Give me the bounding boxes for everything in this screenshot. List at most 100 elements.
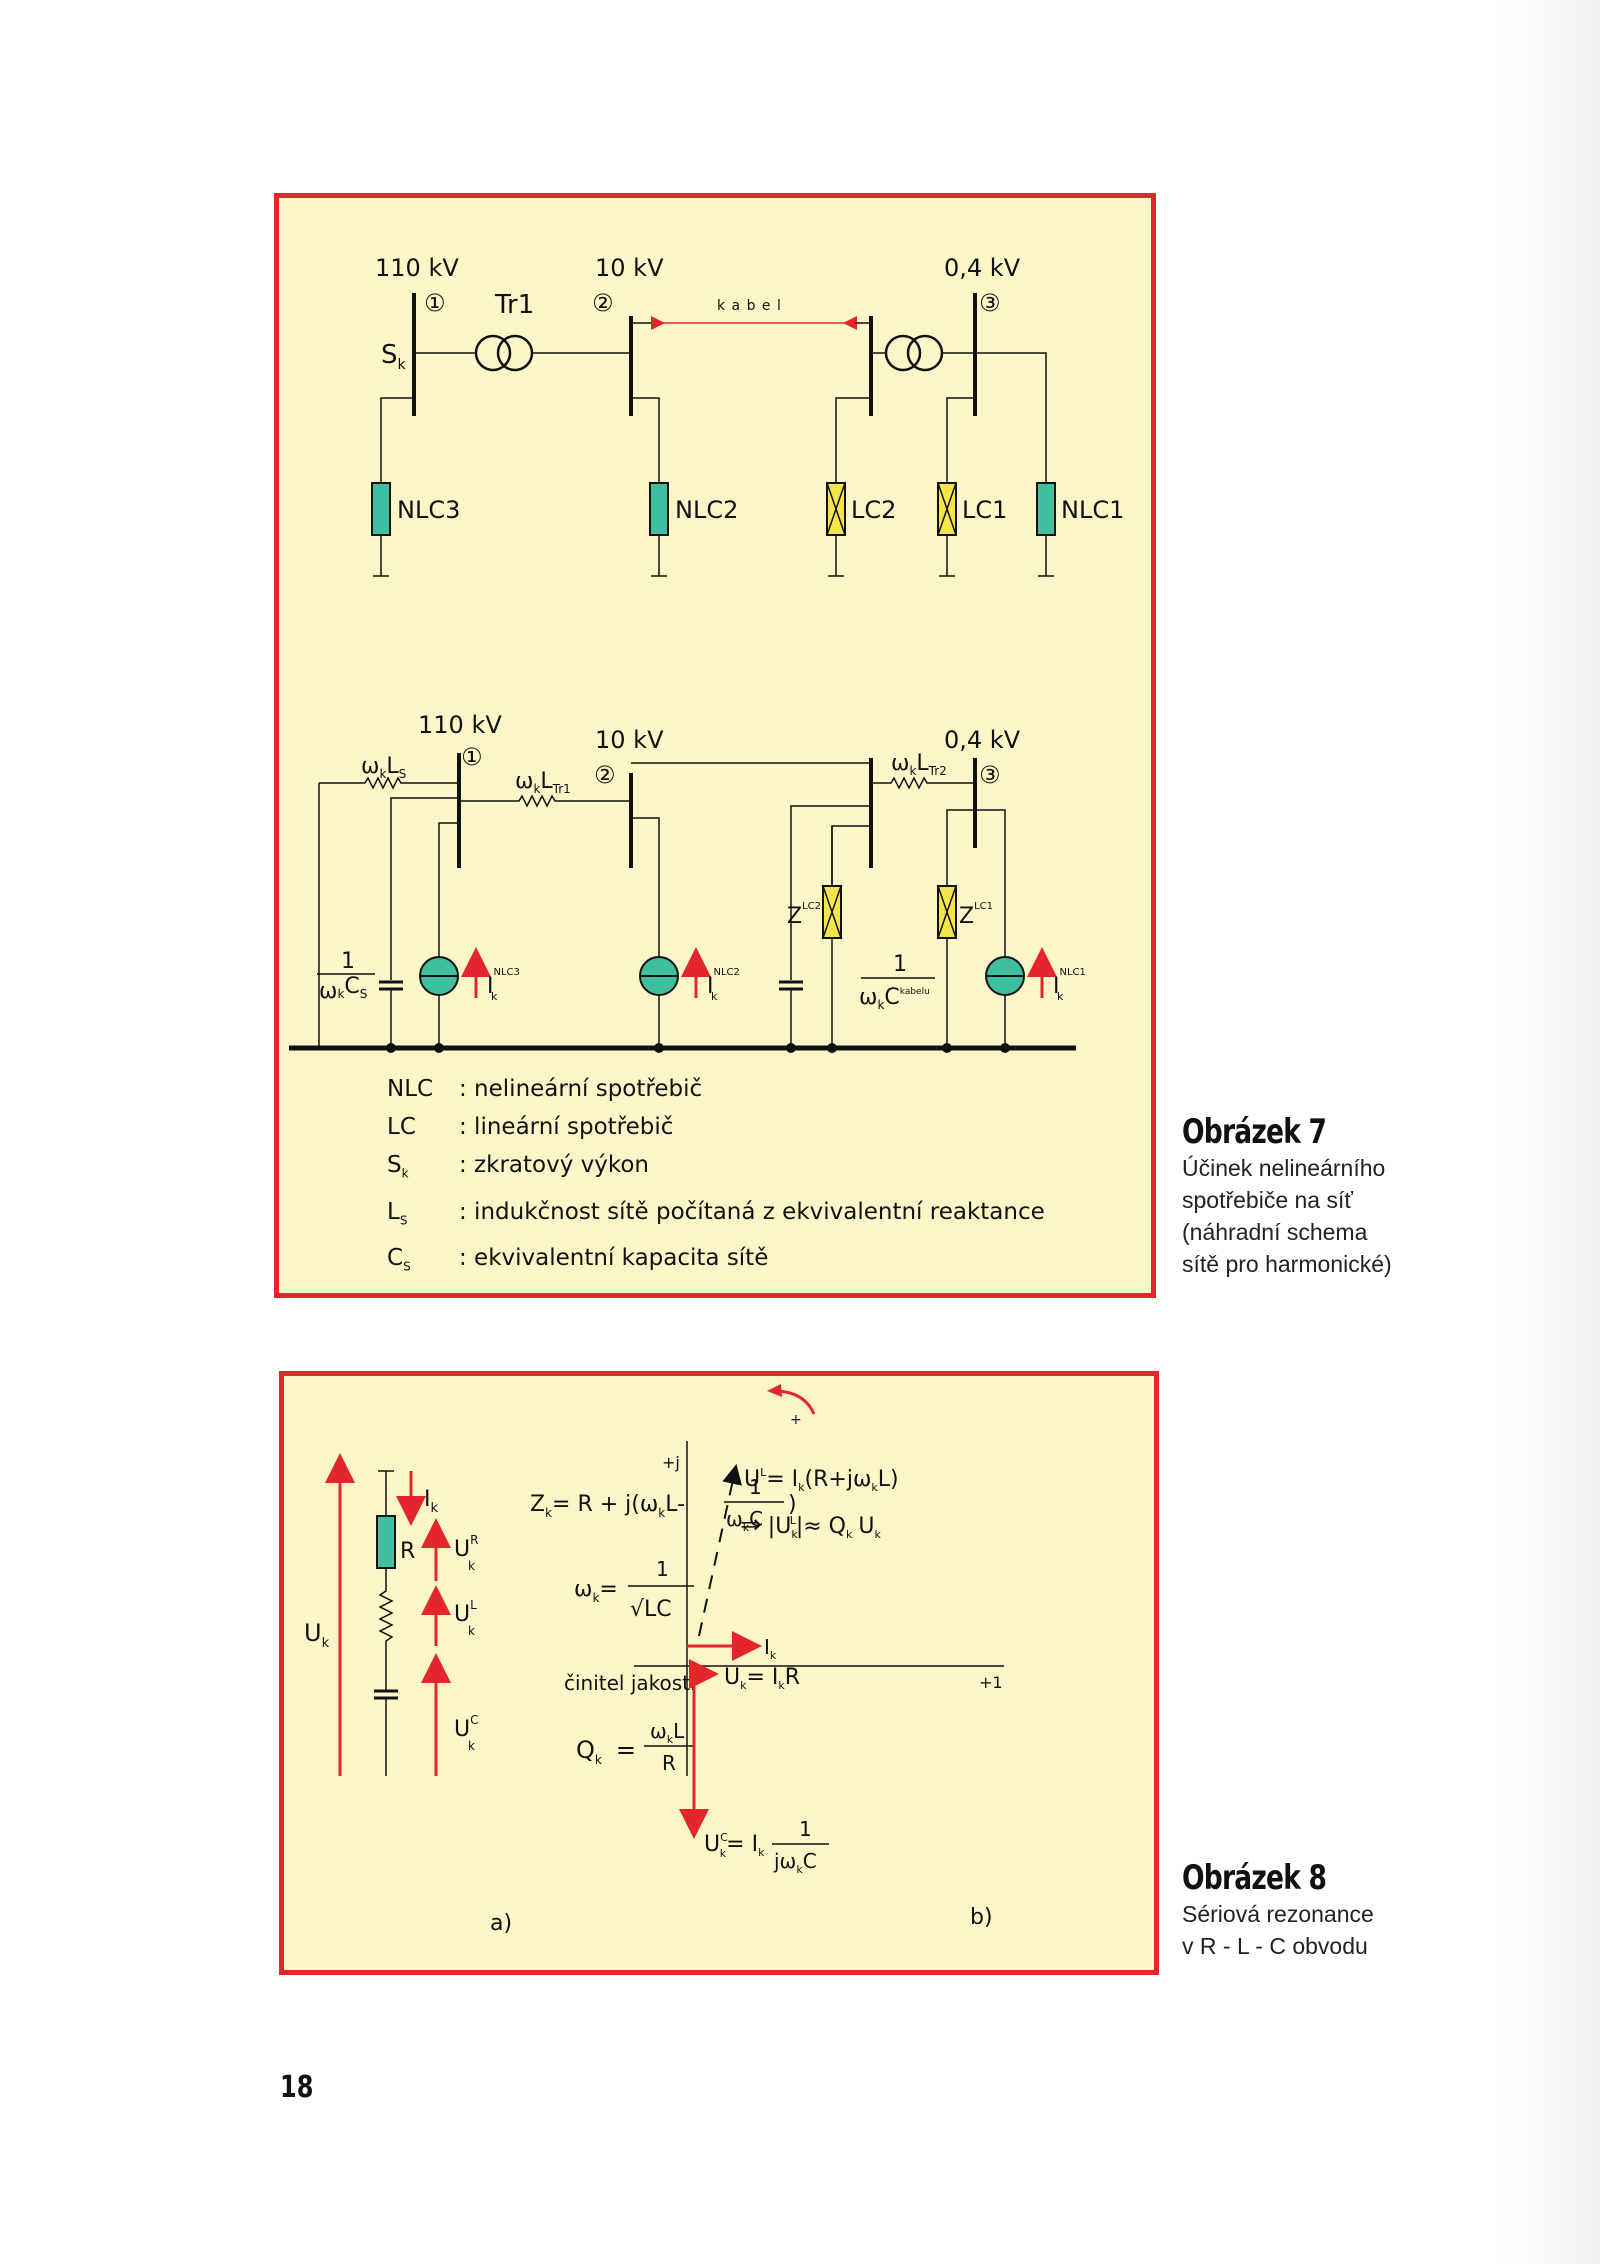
nlc3-load-icon bbox=[371, 482, 391, 536]
nlc2-current-source-icon bbox=[639, 956, 679, 996]
legend-text: : lineární spotřebič bbox=[459, 1114, 674, 1140]
bus2-voltage-label: 10 kV bbox=[595, 254, 664, 282]
lc1-label: LC1 bbox=[962, 496, 1007, 524]
node-2-marker: ② bbox=[592, 289, 614, 317]
legend-row: LS : indukčnost sítě počítaná z ekvivalen… bbox=[387, 1193, 1045, 1240]
cable-c-numerator: 1 bbox=[893, 952, 907, 977]
q-equation: Qk= bbox=[576, 1736, 636, 1767]
ik-phasor-label: Ik bbox=[764, 1635, 777, 1662]
nlc2-load-icon bbox=[649, 482, 669, 536]
page-edge-shadow bbox=[1500, 0, 1600, 2264]
i-nlc3-sub: k bbox=[491, 990, 498, 1003]
figure-7-panel: 110 kV 10 kV 0,4 kV ① ② ③ Tr1 Sk k a b e… bbox=[274, 193, 1156, 1298]
ls-inductance-icon bbox=[319, 776, 459, 790]
legend-text: : zkratový výkon bbox=[459, 1152, 649, 1178]
node-1-marker: ① bbox=[424, 289, 446, 317]
ur-label: UR bbox=[454, 1533, 478, 1562]
real-axis-label: +1 bbox=[979, 1673, 1003, 1692]
ltr1-inductance-icon bbox=[459, 794, 631, 808]
q-denominator: R bbox=[662, 1751, 676, 1775]
uc-numerator: 1 bbox=[799, 1817, 812, 1841]
impedance-equations: Zk= R + j(ωkL- 1 ωkC ) ωk= 1 √LC činitel… bbox=[530, 1475, 797, 1775]
cable-c-denominator: ωkCkabelu bbox=[859, 985, 930, 1012]
caption-line: Účinek nelineárního bbox=[1182, 1155, 1386, 1181]
nlc3-label: NLC3 bbox=[397, 496, 460, 524]
rlc-series-circuit: Uk R Ik UR k UL k UC k bbox=[304, 1453, 479, 1776]
inductor-icon bbox=[378, 1568, 394, 1656]
transformer-tr1-label: Tr1 bbox=[494, 290, 534, 320]
top-single-line-diagram: 110 kV 10 kV 0,4 kV ① ② ③ Tr1 Sk k a b e… bbox=[371, 254, 1124, 577]
bottom-equivalent-circuit: 110 kV 10 kV 0,4 kV ① ② ③ ωkLS ωkLTr1 ωk… bbox=[289, 711, 1086, 1053]
part-a-label: a) bbox=[490, 1911, 512, 1936]
eq-bus1-voltage-label: 110 kV bbox=[418, 711, 502, 739]
ul-phasor bbox=[698, 1464, 742, 1637]
nlc1-load-icon bbox=[1036, 482, 1056, 536]
imag-axis-label: +j bbox=[662, 1453, 680, 1472]
z-lc1-label: ZLC1 bbox=[959, 901, 993, 929]
z-equation: Zk= R + j(ωkL- bbox=[530, 1492, 685, 1520]
caption-line: Sériová rezonance bbox=[1182, 1901, 1374, 1927]
lc2-label: LC2 bbox=[851, 496, 896, 524]
figure-7-schematic: 110 kV 10 kV 0,4 kV ① ② ③ Tr1 Sk k a b e… bbox=[289, 254, 1124, 1053]
omega-ls-label: ωkLS bbox=[361, 754, 406, 781]
q-numerator: ωkL bbox=[650, 1719, 685, 1746]
omega-denominator: √LC bbox=[630, 1597, 672, 1622]
caption-line: spotřebiče na síť bbox=[1182, 1187, 1353, 1213]
legend-key: CS bbox=[387, 1245, 411, 1274]
transformer-tr2-icon bbox=[884, 334, 922, 372]
nlc1-current-source-icon bbox=[985, 956, 1025, 996]
part-b-label: b) bbox=[970, 1905, 993, 1930]
z-eq-denominator: ωkC bbox=[726, 1507, 763, 1534]
ik-label: Ik bbox=[424, 1487, 439, 1516]
eq-bus3-voltage-label: 0,4 kV bbox=[944, 726, 1021, 754]
sk-label: Sk bbox=[381, 340, 407, 373]
figure-8-caption: Obrázek 8 Sériová rezonance v R - L - C … bbox=[1182, 1858, 1374, 1962]
legend-key: LC bbox=[387, 1114, 416, 1140]
figure-8-title: Obrázek 8 bbox=[1182, 1858, 1327, 1898]
uc-sub: k bbox=[468, 1739, 475, 1753]
legend-text: : indukčnost sítě počítaná z ekvivalentn… bbox=[459, 1198, 1045, 1225]
cs-denominator: ωkCS bbox=[319, 974, 367, 1004]
transformer-tr1-icon bbox=[474, 334, 512, 372]
z-eq-close: ) bbox=[788, 1492, 797, 1517]
ul-sub: k bbox=[468, 1624, 475, 1638]
legend-row: NLC: nelineární spotřebič bbox=[387, 1070, 1045, 1108]
eq-bus2-voltage-label: 10 kV bbox=[595, 726, 664, 754]
i-nlc2-label: INLC2 bbox=[707, 967, 740, 999]
ur-phasor-label: Uk= IkR bbox=[724, 1665, 800, 1692]
legend-key: LS bbox=[387, 1198, 408, 1228]
legend-text: : nelineární spotřebič bbox=[459, 1076, 703, 1102]
rotation-plus: + bbox=[790, 1412, 802, 1428]
node-3-marker: ③ bbox=[979, 289, 1001, 317]
omega-ltr2-label: ωkLTr2 bbox=[891, 751, 947, 778]
bus3-voltage-label: 0,4 kV bbox=[944, 254, 1021, 282]
nlc1-label: NLC1 bbox=[1061, 496, 1124, 524]
uk-label: Uk bbox=[304, 1619, 330, 1651]
omega-equation: ωk= bbox=[574, 1577, 618, 1605]
omega-ltr1-label: ωkLTr1 bbox=[515, 769, 571, 796]
i-nlc1-sub: k bbox=[1057, 990, 1064, 1003]
q-factor-label: činitel jakosti bbox=[564, 1671, 696, 1695]
z-eq-numerator: 1 bbox=[749, 1475, 762, 1499]
i-nlc3-label: INLC3 bbox=[487, 967, 520, 999]
legend-text: : ekvivalentní kapacita sítě bbox=[459, 1245, 769, 1272]
nlc3-current-source-icon bbox=[419, 956, 459, 996]
nlc2-label: NLC2 bbox=[675, 496, 738, 524]
legend-key: Sk bbox=[387, 1152, 409, 1181]
eq-node-1-marker: ① bbox=[461, 743, 483, 771]
omega-numerator: 1 bbox=[656, 1557, 669, 1581]
i-nlc1-label: INLC1 bbox=[1053, 967, 1086, 999]
r-label: R bbox=[400, 1539, 415, 1564]
ltr2-inductance-icon bbox=[871, 776, 975, 790]
eq-node-2-marker: ② bbox=[594, 761, 616, 789]
figure-7-caption: Obrázek 7 Účinek nelineárního spotřebiče… bbox=[1182, 1112, 1392, 1280]
caption-line: sítě pro harmonické) bbox=[1182, 1251, 1392, 1277]
uc-denominator: jωkC bbox=[773, 1849, 817, 1876]
ul-phasor-label: UL= Ik(R+jωkL) bbox=[744, 1466, 899, 1494]
figure-8-panel: Uk R Ik UR k UL k UC k Zk= R + j(ωkL- bbox=[279, 1371, 1159, 1975]
eq-node-3-marker: ③ bbox=[979, 761, 1001, 789]
cs-numerator: 1 bbox=[341, 949, 355, 974]
